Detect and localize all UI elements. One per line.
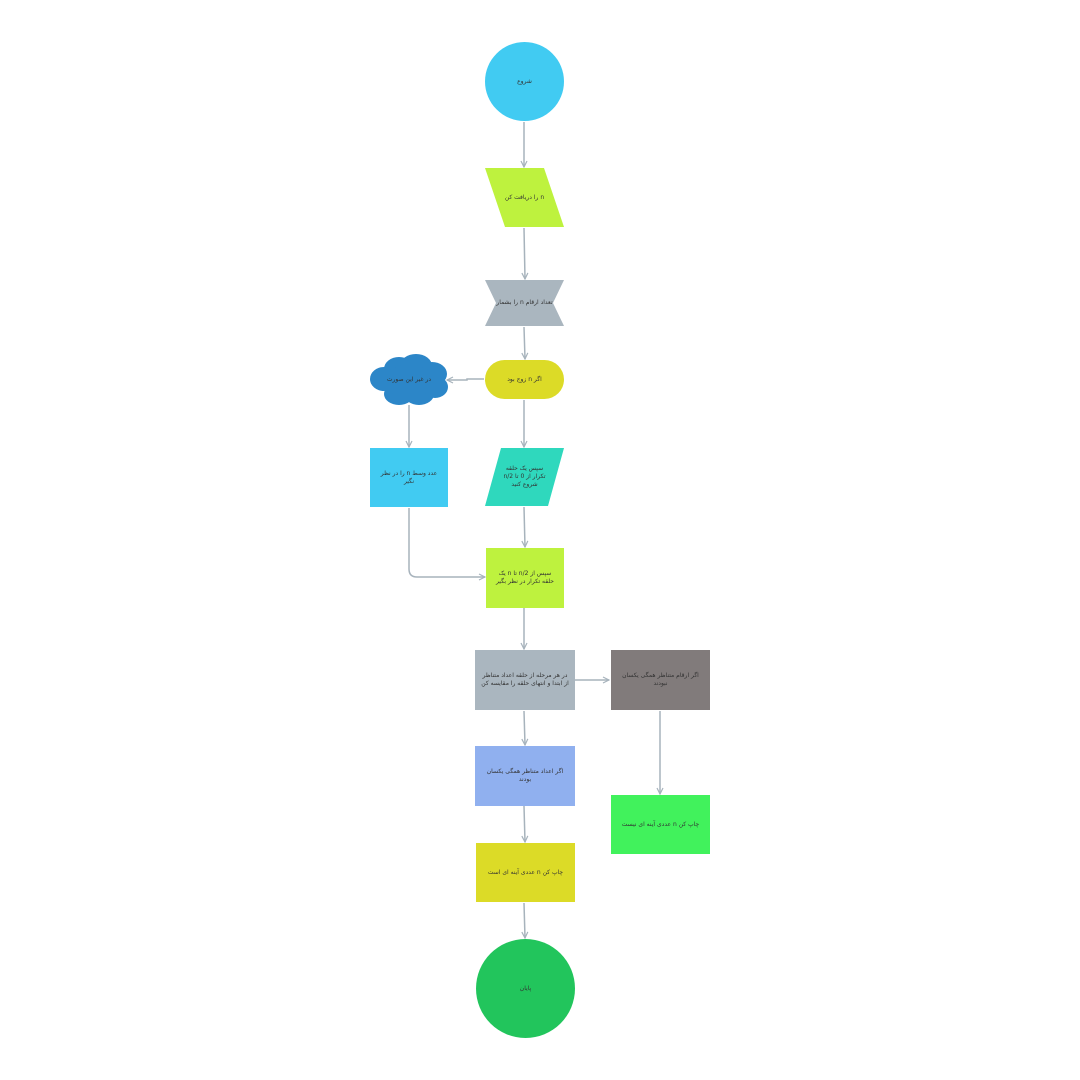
end-node[interactable]: پایان <box>476 939 575 1038</box>
count-digits-node[interactable]: تعداد ارقام n را بشمار <box>485 280 564 326</box>
arrow-middle-to-range <box>408 508 485 577</box>
count-digits-label: تعداد ارقام n را بشمار <box>496 299 553 306</box>
arrow-palindrome-to-end <box>524 902 525 938</box>
elements-equal-node[interactable]: اگر اعداد متناظر همگی یکسان بودند <box>475 746 575 806</box>
arrow-count-to-if <box>524 326 525 359</box>
if-even-label: اگر n زوج بود <box>507 375 542 383</box>
middle-digit-node[interactable]: عدد وسط n را در نظر نگیر <box>370 448 448 507</box>
middle-digit-label: عدد وسط n را در نظر نگیر <box>380 469 438 485</box>
is-palindrome-label: چاپ کن n عددی آینه ای است <box>487 868 564 876</box>
if-even-node[interactable]: اگر n زوج بود <box>485 360 564 399</box>
arrow-loopstart-to-range <box>524 506 525 547</box>
not-palindrome-label: چاپ کن n عددی آینه ای نیست <box>621 820 700 828</box>
end-node-label: پایان <box>519 984 532 992</box>
loop-start-label: سپس یک حلقه تکرار از 0 تا n/2 شروع کنید <box>503 465 546 488</box>
is-palindrome-node[interactable]: چاپ کن n عددی آینه ای است <box>476 843 575 902</box>
cloud-shape <box>370 354 448 405</box>
input-node-label: n را دریافت کن <box>504 193 545 201</box>
loop-range-label: سپس از n/2 تا n یک حلقه تکرار در نظر بگی… <box>495 570 554 585</box>
bowtie-shape <box>485 280 564 326</box>
start-node[interactable]: شروع <box>485 42 564 121</box>
input-node[interactable]: n را دریافت کن <box>485 168 564 227</box>
arrow-input-to-count <box>524 227 525 279</box>
compare-node[interactable]: در هر مرحله از حلقه اعداد متناظر از ابتد… <box>475 650 575 710</box>
digits-not-equal-label: اگر ارقام متناظر همگی یکسان نبودند <box>622 672 699 687</box>
start-node-label: شروع <box>517 77 532 85</box>
loop-range-node[interactable]: سپس از n/2 تا n یک حلقه تکرار در نظر بگی… <box>486 548 564 608</box>
arrow-elementsequal-to-palindrome <box>524 805 525 842</box>
arrow-if-to-otherwise <box>447 379 484 380</box>
loop-start-node[interactable]: سپس یک حلقه تکرار از 0 تا n/2 شروع کنید <box>485 448 564 506</box>
elements-equal-label: اگر اعداد متناظر همگی یکسان بودند <box>486 768 564 783</box>
otherwise-label: در غیر این صورت <box>386 376 432 383</box>
parallelogram-shape <box>485 448 564 506</box>
parallelogram-shape <box>485 168 564 227</box>
not-palindrome-node[interactable]: چاپ کن n عددی آینه ای نیست <box>611 795 710 854</box>
digits-not-equal-node[interactable]: اگر ارقام متناظر همگی یکسان نبودند <box>611 650 710 710</box>
arrow-compare-to-elementsequal <box>524 710 525 745</box>
otherwise-node[interactable]: در غیر این صورت <box>369 354 449 406</box>
compare-label: در هر مرحله از حلقه اعداد متناظر از ابتد… <box>481 672 569 687</box>
